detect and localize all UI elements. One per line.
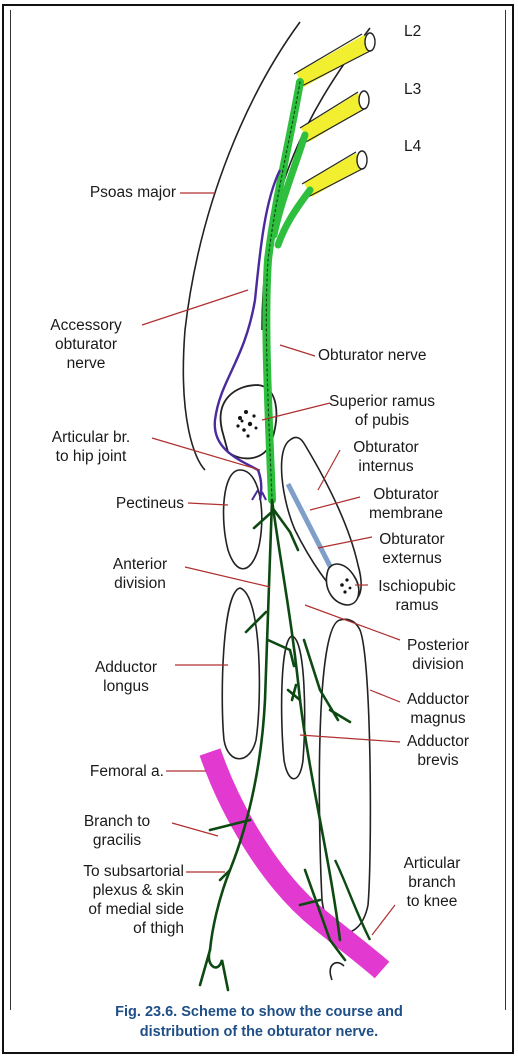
label-articular-knee: Articular branch to knee (390, 854, 474, 911)
label-accessory-obturator: Accessory obturator nerve (30, 316, 142, 373)
label-adductor-magnus: Adductor magnus (398, 690, 478, 728)
label-posterior-division: Posterior division (398, 636, 478, 674)
spinal-roots (294, 33, 375, 198)
label-branch-gracilis: Branch to gracilis (64, 812, 170, 850)
label-obturator-nerve: Obturator nerve (318, 346, 427, 365)
figure-caption: Fig. 23.6. Scheme to show the course and… (0, 1002, 518, 1042)
obturator-nerve-trunk (266, 82, 310, 500)
femoral-artery (210, 752, 382, 970)
label-adductor-longus: Adductor longus (80, 658, 172, 696)
label-l2: L2 (404, 22, 421, 41)
label-articular-hip: Articular br. to hip joint (30, 428, 152, 466)
label-adductor-brevis: Adductor brevis (398, 732, 478, 770)
label-psoas-major: Psoas major (40, 183, 176, 202)
label-obturator-membrane: Obturator membrane (354, 485, 458, 523)
label-anterior-division: Anterior division (94, 555, 186, 593)
label-l4: L4 (404, 137, 421, 156)
label-l3: L3 (404, 80, 421, 99)
label-obturator-internus: Obturator internus (336, 438, 436, 476)
label-femoral-artery: Femoral a. (40, 762, 164, 781)
label-ischiopubic-ramus: Ischiopubic ramus (362, 577, 472, 615)
label-subsartorial: To subsartorial plexus & skin of medial … (20, 862, 184, 938)
label-pectineus: Pectineus (60, 494, 184, 513)
pectineus-outline (224, 470, 262, 569)
adductor-magnus-outline (319, 619, 370, 932)
label-obturator-externus: Obturator externus (366, 530, 458, 568)
adductor-longus-outline (222, 588, 259, 759)
adductor-magnus-lower (330, 963, 344, 980)
caption-line-1: Fig. 23.6. Scheme to show the course and (0, 1002, 518, 1022)
caption-line-2: distribution of the obturator nerve. (0, 1022, 518, 1042)
label-superior-ramus: Superior ramus of pubis (322, 392, 442, 430)
